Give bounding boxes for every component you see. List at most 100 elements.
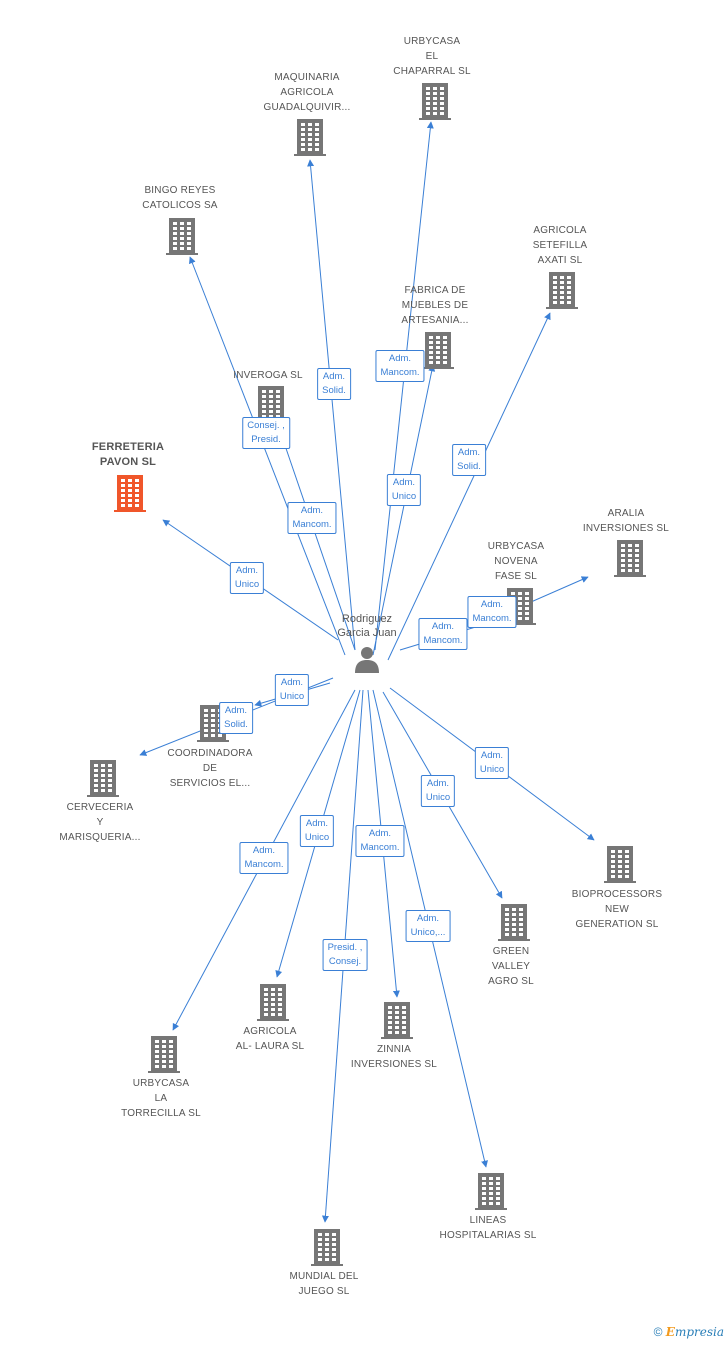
building-icon bbox=[614, 540, 646, 577]
company-label: CERVECERIA Y MARISQUERIA... bbox=[59, 802, 141, 843]
brand-logo-text: mpresia bbox=[674, 1325, 724, 1339]
company-label: MUNDIAL DEL JUEGO SL bbox=[289, 1271, 359, 1297]
company-node-urbycasa-el-chaparral[interactable] bbox=[418, 81, 452, 121]
building-icon bbox=[604, 846, 636, 883]
company-label: AGRICOLA SETEFILLA AXATI SL bbox=[532, 225, 588, 266]
building-icon bbox=[498, 904, 530, 941]
relation-label-bingo-reyes[interactable]: Adm. Mancom. bbox=[287, 502, 337, 534]
company-label: URBYCASA LA TORRECILLA SL bbox=[121, 1078, 201, 1119]
company-node-green-valley[interactable] bbox=[497, 902, 531, 942]
company-label: URBYCASA EL CHAPARRAL SL bbox=[393, 36, 471, 77]
relation-edge-maquinaria-agricola bbox=[307, 159, 356, 651]
relation-edge-inveroga bbox=[276, 424, 356, 651]
relation-label-inveroga[interactable]: Consej. , Presid. bbox=[242, 417, 290, 449]
company-node-bioprocessors[interactable] bbox=[603, 844, 637, 884]
company-name-agricola-setefilla[interactable]: AGRICOLA SETEFILLA AXATI SL bbox=[495, 223, 625, 268]
company-label: FERRETERIA PAVON SL bbox=[91, 441, 165, 468]
company-name-coordinadora[interactable]: COORDINADORA DE SERVICIOS EL... bbox=[145, 746, 275, 791]
relation-label-urbycasa-el-chaparral[interactable]: Adm. Mancom. bbox=[375, 350, 425, 382]
building-icon bbox=[166, 218, 198, 255]
company-node-aralia[interactable] bbox=[613, 538, 647, 578]
company-name-lineas-hospitalarias[interactable]: LINEAS HOSPITALARIAS SL bbox=[423, 1213, 553, 1243]
relation-label-zinnia[interactable]: Adm. Mancom. bbox=[355, 825, 405, 857]
company-name-cerveceria[interactable]: CERVECERIA Y MARISQUERIA... bbox=[35, 800, 165, 845]
brand-logo-initial: E bbox=[665, 1325, 675, 1339]
company-label: INVEROGA SL bbox=[233, 370, 303, 381]
company-name-agricola-al-laura[interactable]: AGRICOLA AL- LAURA SL bbox=[205, 1024, 335, 1054]
relation-label-green-valley[interactable]: Adm. Unico bbox=[420, 775, 456, 807]
company-node-fabrica-muebles[interactable] bbox=[421, 330, 455, 370]
company-label: COORDINADORA DE SERVICIOS EL... bbox=[167, 748, 253, 789]
relation-edge-agricola-setefilla bbox=[387, 312, 551, 661]
company-node-agricola-al-laura[interactable] bbox=[256, 982, 290, 1022]
company-label: FABRICA DE MUEBLES DE ARTESANIA... bbox=[401, 285, 469, 326]
company-name-zinnia[interactable]: ZINNIA INVERSIONES SL bbox=[329, 1042, 459, 1072]
company-name-bingo-reyes[interactable]: BINGO REYES CATOLICOS SA bbox=[115, 183, 245, 213]
relation-edge-urbycasa-el-chaparral bbox=[374, 121, 434, 651]
company-node-ferreteria-pavon[interactable] bbox=[113, 473, 147, 513]
brand-footer: © Empresia bbox=[654, 1325, 724, 1339]
relation-label-fabrica-muebles[interactable]: Adm. Unico bbox=[386, 474, 422, 506]
building-icon bbox=[114, 475, 146, 512]
building-icon bbox=[546, 272, 578, 309]
company-name-maquinaria-agricola[interactable]: MAQUINARIA AGRICOLA GUADALQUIVIR... bbox=[242, 70, 372, 115]
company-node-lineas-hospitalarias[interactable] bbox=[474, 1171, 508, 1211]
company-name-mundial-del-juego[interactable]: MUNDIAL DEL JUEGO SL bbox=[259, 1269, 389, 1299]
building-icon bbox=[255, 386, 287, 423]
company-name-bioprocessors[interactable]: BIOPROCESSORS NEW GENERATION SL bbox=[552, 887, 682, 932]
person-name: Rodriguez Garcia Juan bbox=[337, 613, 397, 639]
company-node-agricola-setefilla[interactable] bbox=[545, 270, 579, 310]
relation-label-ferreteria-pavon[interactable]: Adm. Unico bbox=[229, 562, 265, 594]
company-label: ARALIA INVERSIONES SL bbox=[582, 508, 670, 534]
company-label: AGRICOLA AL- LAURA SL bbox=[235, 1026, 305, 1052]
company-label: GREEN VALLEY AGRO SL bbox=[488, 946, 534, 987]
person-icon bbox=[355, 647, 379, 673]
relation-label-urbycasa-la-torrecilla[interactable]: Adm. Mancom. bbox=[239, 842, 289, 874]
company-label: LINEAS HOSPITALARIAS SL bbox=[439, 1215, 537, 1241]
building-icon bbox=[87, 760, 119, 797]
company-node-mundial-del-juego[interactable] bbox=[310, 1227, 344, 1267]
company-node-urbycasa-la-torrecilla[interactable] bbox=[147, 1034, 181, 1074]
company-name-urbycasa-el-chaparral[interactable]: URBYCASA EL CHAPARRAL SL bbox=[367, 34, 497, 79]
company-label: MAQUINARIA AGRICOLA GUADALQUIVIR... bbox=[263, 72, 351, 113]
relation-label-maquinaria-agricola[interactable]: Adm. Solid. bbox=[317, 368, 351, 400]
company-name-ferreteria-pavon[interactable]: FERRETERIA PAVON SL bbox=[63, 440, 193, 470]
building-icon bbox=[422, 332, 454, 369]
relation-label-agricola-setefilla[interactable]: Adm. Solid. bbox=[452, 444, 486, 476]
relation-label-aralia[interactable]: Adm. Mancom. bbox=[467, 596, 517, 628]
company-node-bingo-reyes[interactable] bbox=[165, 216, 199, 256]
building-icon bbox=[311, 1229, 343, 1266]
company-name-green-valley[interactable]: GREEN VALLEY AGRO SL bbox=[446, 944, 576, 989]
company-node-cerveceria[interactable] bbox=[86, 758, 120, 798]
relation-label-cerveceria[interactable]: Adm. Solid. bbox=[219, 702, 253, 734]
company-name-urbycasa-novena[interactable]: URBYCASA NOVENA FASE SL bbox=[451, 539, 581, 584]
company-label: BIOPROCESSORS NEW GENERATION SL bbox=[571, 889, 663, 930]
building-icon bbox=[257, 984, 289, 1021]
relation-label-bioprocessors[interactable]: Adm. Unico bbox=[474, 747, 510, 779]
building-icon bbox=[381, 1002, 413, 1039]
company-label: URBYCASA NOVENA FASE SL bbox=[487, 541, 545, 582]
building-icon bbox=[148, 1036, 180, 1073]
company-node-maquinaria-agricola[interactable] bbox=[293, 117, 327, 157]
company-node-zinnia[interactable] bbox=[380, 1000, 414, 1040]
center-person[interactable]: Rodriguez Garcia Juan bbox=[300, 612, 434, 679]
company-name-inveroga[interactable]: INVEROGA SL bbox=[203, 368, 333, 383]
relation-label-lineas-hospitalarias[interactable]: Adm. Unico,... bbox=[405, 910, 451, 942]
company-name-aralia[interactable]: ARALIA INVERSIONES SL bbox=[561, 506, 691, 536]
relation-edge-fabrica-muebles bbox=[372, 364, 436, 656]
building-icon bbox=[294, 119, 326, 156]
relation-edge-bingo-reyes bbox=[189, 256, 346, 656]
building-icon bbox=[419, 83, 451, 120]
building-icon bbox=[475, 1173, 507, 1210]
relation-label-agricola-al-laura[interactable]: Adm. Unico bbox=[299, 815, 335, 847]
company-node-inveroga[interactable] bbox=[254, 384, 288, 424]
copyright-symbol: © bbox=[653, 1325, 663, 1339]
relation-label-mundial-del-juego[interactable]: Presid. , Consej. bbox=[322, 939, 368, 971]
relation-label-urbycasa-novena[interactable]: Adm. Mancom. bbox=[418, 618, 468, 650]
company-label: ZINNIA INVERSIONES SL bbox=[350, 1044, 438, 1070]
company-name-urbycasa-la-torrecilla[interactable]: URBYCASA LA TORRECILLA SL bbox=[96, 1076, 226, 1121]
relation-label-coordinadora[interactable]: Adm. Unico bbox=[274, 674, 310, 706]
company-name-fabrica-muebles[interactable]: FABRICA DE MUEBLES DE ARTESANIA... bbox=[370, 283, 500, 328]
company-label: BINGO REYES CATOLICOS SA bbox=[142, 185, 218, 211]
